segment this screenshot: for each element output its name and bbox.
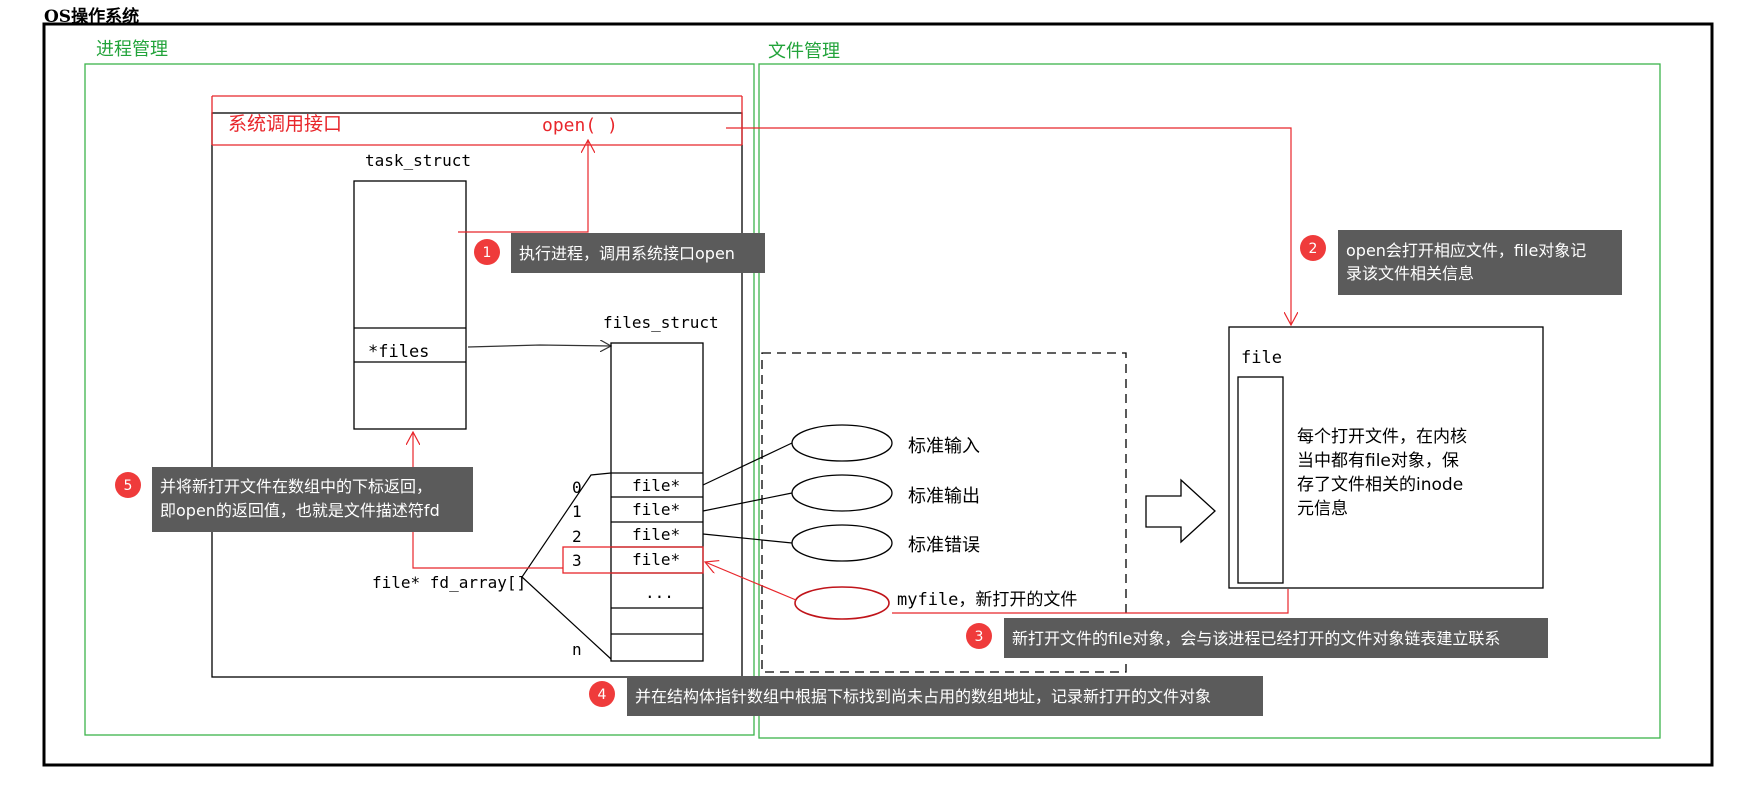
note-5: 并将新打开文件在数组中的下标返回， 即open的返回值，也就是文件描述符fd 5 bbox=[115, 467, 473, 532]
process-section-label: 进程管理 bbox=[96, 39, 168, 60]
note-4: 并在结构体指针数组中根据下标找到尚未占用的数组地址，记录新打开的文件对象 4 bbox=[589, 676, 1263, 716]
note-2-line-1: open会打开相应文件，file对象记 bbox=[1346, 241, 1586, 260]
syscall-label: 系统调用接口 bbox=[228, 113, 342, 135]
file-inner-bar bbox=[1237, 376, 1284, 584]
note-3-badge: 3 bbox=[975, 629, 984, 645]
task-struct-label: task_struct bbox=[365, 151, 471, 170]
note-5-line-2: 即open的返回值，也就是文件描述符fd bbox=[160, 501, 440, 520]
fd-index-0: 0 bbox=[572, 478, 582, 497]
file-section-label: 文件管理 bbox=[768, 41, 840, 62]
note-4-badge: 4 bbox=[598, 687, 607, 703]
process-box bbox=[211, 112, 743, 678]
stdout-oval bbox=[791, 474, 893, 512]
open-to-file-arrow bbox=[726, 127, 1291, 325]
fd-3-highlight bbox=[562, 546, 704, 574]
files-pointer-arrow bbox=[467, 345, 611, 347]
stderr-oval bbox=[791, 524, 893, 562]
slot2-to-stderr bbox=[702, 533, 793, 544]
diagram-title: OS操作系统 bbox=[44, 6, 139, 27]
process-section bbox=[84, 63, 755, 736]
file-object-label: file bbox=[1241, 348, 1282, 368]
fd-index-2: 2 bbox=[572, 527, 582, 546]
note-1-badge: 1 bbox=[483, 245, 492, 261]
file-desc-line-4: 元信息 bbox=[1297, 499, 1348, 519]
task-to-open-arrow bbox=[458, 140, 588, 233]
note-5-line-1: 并将新打开文件在数组中的下标返回， bbox=[160, 477, 432, 496]
fd-index-1: 1 bbox=[572, 502, 582, 521]
open-call-label: open( ) bbox=[542, 115, 618, 136]
fd-slot-0: file* bbox=[632, 476, 680, 495]
file-desc-line-3: 存了文件相关的inode bbox=[1297, 475, 1463, 495]
slot0-to-stdin bbox=[702, 442, 793, 486]
file-to-myfile-link bbox=[1092, 589, 1289, 614]
syscall-interface: 系统调用接口 open( ) bbox=[211, 95, 743, 146]
myfile-oval bbox=[794, 586, 890, 620]
note-2-badge: 2 bbox=[1309, 241, 1318, 257]
file-desc-line-2: 当中都有file对象，保 bbox=[1297, 451, 1459, 471]
files-struct-label: files_struct bbox=[603, 313, 719, 332]
slot1-to-stdout bbox=[702, 492, 793, 512]
note-5-badge: 5 bbox=[124, 478, 133, 494]
note-3: 新打开文件的file对象，会与该进程已经打开的文件对象链表建立联系 3 bbox=[966, 618, 1548, 658]
stdout-label: 标准输出 bbox=[908, 486, 980, 507]
fd-array-bracket bbox=[521, 472, 612, 660]
os-frame bbox=[42, 22, 1714, 767]
fd-index-3: 3 bbox=[572, 551, 582, 570]
note-3-text: 新打开文件的file对象，会与该进程已经打开的文件对象链表建立联系 bbox=[1012, 629, 1500, 648]
fd-index-n: n bbox=[572, 640, 582, 659]
note-2: open会打开相应文件，file对象记 录该文件相关信息 2 bbox=[1300, 230, 1622, 295]
note-4-text: 并在结构体指针数组中根据下标找到尚未占用的数组地址，记录新打开的文件对象 bbox=[635, 687, 1211, 706]
file-object-box bbox=[1228, 326, 1544, 589]
stdin-oval bbox=[791, 424, 893, 462]
note-1: 执行进程，调用系统接口open 1 bbox=[474, 233, 765, 273]
file-section bbox=[758, 63, 1661, 739]
fd-slot-ellipsis: ... bbox=[645, 583, 674, 602]
files-field: *files bbox=[368, 342, 429, 362]
task-struct-box bbox=[353, 180, 467, 430]
fd-array-label: file* fd_array[] bbox=[372, 573, 526, 592]
myfile-label: myfile，新打开的文件 bbox=[897, 590, 1077, 610]
note-1-text: 执行进程，调用系统接口open bbox=[519, 244, 735, 263]
stdin-label: 标准输入 bbox=[908, 436, 980, 457]
note-2-line-2: 录该文件相关信息 bbox=[1346, 264, 1474, 283]
file-desc-line-1: 每个打开文件，在内核 bbox=[1297, 427, 1467, 447]
streams-region bbox=[761, 352, 1127, 673]
stderr-label: 标准错误 bbox=[908, 535, 980, 556]
fd-slot-1: file* bbox=[632, 500, 680, 519]
myfile-to-slot3-arrow bbox=[705, 562, 797, 601]
fd-slot-2: file* bbox=[632, 525, 680, 544]
fd-slot-3: file* bbox=[632, 550, 680, 569]
outline-arrow bbox=[1145, 478, 1216, 544]
